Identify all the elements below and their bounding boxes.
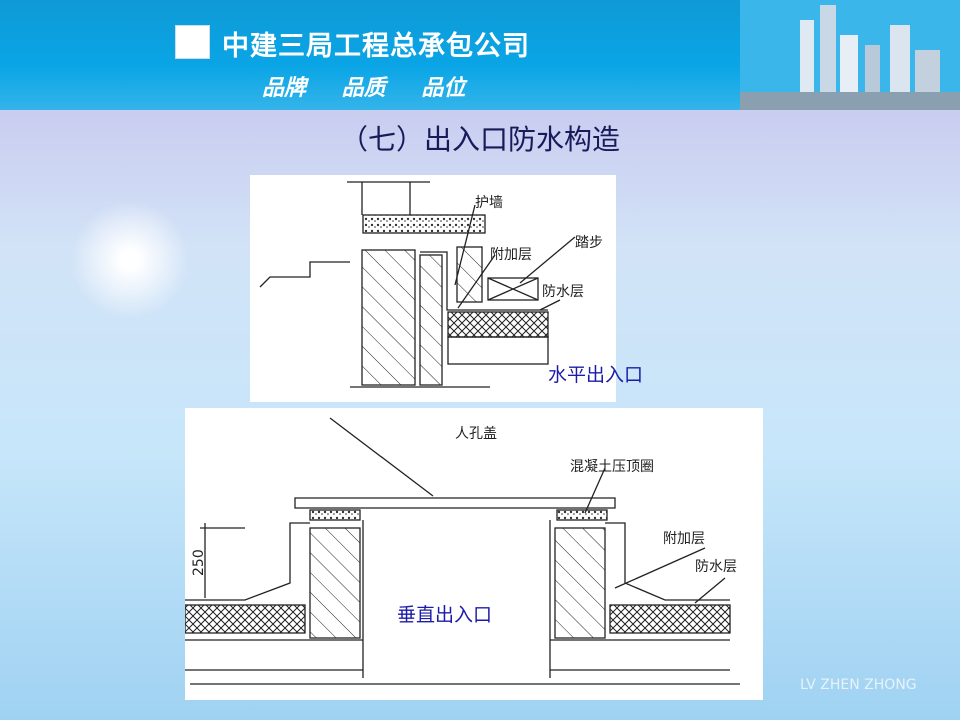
horizontal-entrance-diagram: 护墙 附加层 踏步 防水层 — [250, 175, 616, 402]
label-waterproof-layer: 防水层 — [695, 559, 737, 575]
company-logo — [175, 25, 210, 59]
slogan: 品牌 品质 品位 — [262, 75, 466, 101]
vertical-entrance-diagram: 250 人孔盖 混凝土压顶圈 附加层 防水层 — [184, 408, 763, 700]
label-manhole-cover: 人孔盖 — [455, 426, 497, 442]
vertical-entrance-caption: 垂直出入口 — [397, 604, 493, 626]
label-concrete-coping-ring: 混凝土压顶圈 — [570, 459, 654, 475]
label-waterproof-layer: 防水层 — [542, 284, 584, 300]
watermark: LV ZHEN ZHONG — [800, 677, 917, 693]
dimension-250: 250 — [191, 549, 207, 576]
skyline-image — [740, 0, 960, 110]
header-banner: 中建三局工程总承包公司 品牌 品质 品位 — [0, 0, 960, 110]
horizontal-entrance-caption: 水平出入口 — [548, 364, 644, 386]
label-additional-layer: 附加层 — [663, 531, 705, 547]
label-guard-wall: 护墙 — [475, 195, 503, 211]
label-step: 踏步 — [575, 235, 603, 251]
company-name: 中建三局工程总承包公司 — [222, 31, 530, 62]
slide-title: （七）出入口防水构造 — [339, 123, 620, 156]
label-additional-layer: 附加层 — [490, 247, 532, 263]
sun-glow — [70, 200, 190, 320]
